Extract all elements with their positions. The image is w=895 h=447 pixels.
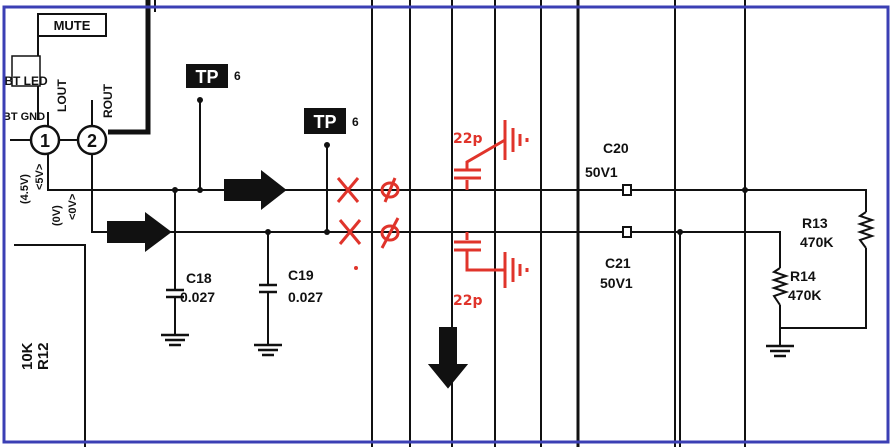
r13-value: 470K — [800, 234, 833, 250]
background-grid-lines — [154, 0, 746, 447]
r12-name: R12 — [35, 342, 52, 370]
tp-label: TP — [313, 112, 336, 132]
annotations: 22p 22p — [336, 120, 529, 309]
voltage-5-label: <5V> — [34, 164, 46, 190]
r13-name: R13 — [802, 215, 828, 231]
rout-label: ROUT — [101, 83, 115, 118]
mute-label: MUTE — [54, 18, 91, 33]
r14-name: R14 — [790, 268, 816, 284]
arrow-right-icon — [107, 212, 172, 252]
capacitor-c21 — [622, 226, 632, 238]
bt-gnd-label: BT GND — [3, 111, 45, 123]
voltage-0b-label: <0V> — [67, 194, 79, 220]
arrow-down-icon — [427, 327, 469, 389]
voltage-0-label: (0V) — [51, 205, 63, 226]
resistor-r13 — [856, 211, 876, 249]
cap-bottom-label: 22p — [453, 293, 483, 309]
arrow-right-icon — [224, 169, 287, 211]
wire-rout-right — [630, 231, 781, 268]
capacitor-c20 — [622, 184, 632, 196]
capacitor-c18 — [161, 288, 189, 347]
tp-number: 6 — [352, 115, 359, 129]
c19-value: 0.027 — [288, 289, 323, 305]
wire-lout — [47, 154, 630, 191]
test-point-1: TP 6 — [186, 64, 241, 88]
c18-name: C18 — [186, 270, 212, 286]
frame-border — [2, 5, 890, 444]
c21-name: C21 — [605, 255, 631, 271]
resistor-r14 — [770, 267, 790, 306]
rout-bus — [108, 0, 151, 135]
added-capacitor-top — [454, 120, 529, 190]
r12-value: 10K — [19, 342, 36, 370]
junctions — [172, 97, 748, 235]
phi-mark-icon — [380, 177, 400, 249]
r14-value: 470K — [788, 287, 821, 303]
c21-value: 50V1 — [600, 275, 633, 291]
bt-led-label: BT LED — [4, 74, 48, 88]
c18-value: 0.027 — [180, 289, 215, 305]
cut-mark-icon — [336, 177, 362, 245]
pin-1-label: 1 — [40, 131, 50, 151]
lout-label: LOUT — [55, 79, 69, 112]
cap-top-label: 22p — [453, 131, 483, 147]
ground-symbol — [766, 344, 794, 358]
added-capacitor-bottom — [454, 232, 529, 288]
test-point-2: TP 6 — [304, 108, 359, 134]
tp-number: 6 — [234, 69, 241, 83]
c19-name: C19 — [288, 267, 314, 283]
c20-name: C20 — [603, 140, 629, 156]
pin-2-label: 2 — [87, 131, 97, 151]
c20-value: 50V1 — [585, 164, 618, 180]
signal-arrows — [107, 169, 469, 389]
voltage-45-label: (4.5V) — [19, 174, 31, 204]
mute-block: MUTE — [37, 13, 107, 120]
signal-wires — [47, 100, 867, 447]
wire-rout — [91, 154, 630, 233]
tp-label: TP — [195, 67, 218, 87]
bt-connector: BT LED BT GND — [3, 55, 48, 123]
capacitor-c19 — [254, 283, 282, 357]
wire-lout-right — [630, 189, 867, 212]
